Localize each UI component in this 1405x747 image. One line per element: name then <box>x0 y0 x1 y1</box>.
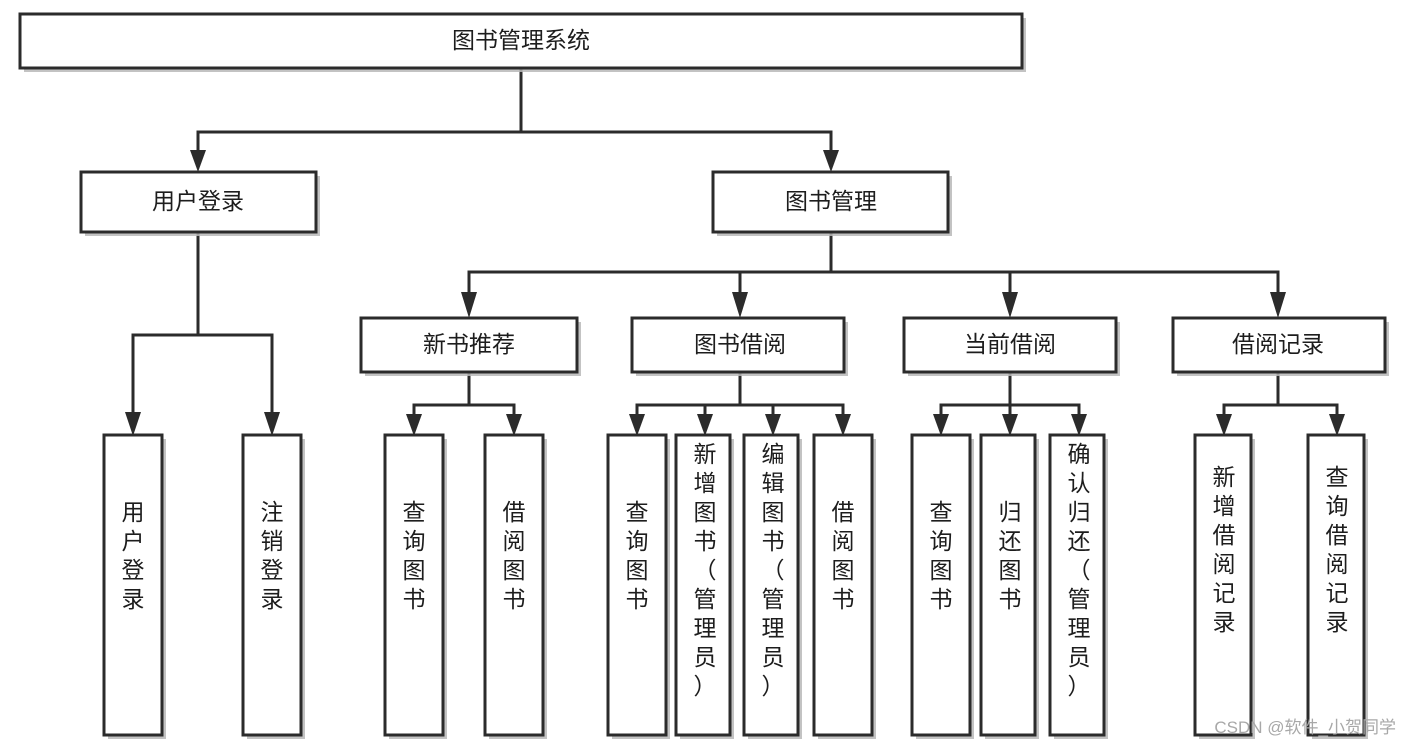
node-leaf-borrow-book-1[interactable]: 借阅图书 <box>483 433 547 739</box>
leaf-user-logout-label: 注销登录 <box>261 499 284 612</box>
leaf-borrow-book-1-label: 借阅图书 <box>503 499 526 612</box>
node-leaf-add-book[interactable]: 新增图书（管理员） <box>674 433 734 739</box>
user-login-label: 用户登录 <box>152 188 244 214</box>
leaf-add-book-label: 新增图书（管理员） <box>694 441 717 699</box>
leaf-query-record-box <box>1306 433 1366 737</box>
arrowhead-borrow-record <box>1270 292 1286 318</box>
arrowhead-current-borrow <box>1002 292 1018 318</box>
leaf-query-book-1-box <box>383 433 445 737</box>
root-label: 图书管理系统 <box>452 27 590 53</box>
arrowhead-leaf-user-logout <box>264 412 280 436</box>
borrow-record-box <box>1171 316 1387 374</box>
node-leaf-confirm-return[interactable]: 确认归还（管理员） <box>1048 433 1108 739</box>
node-leaf-add-record[interactable]: 新增借阅记录 <box>1193 433 1255 739</box>
watermark-label: CSDN @软件_小贺同学 <box>1214 718 1396 737</box>
new-book-recommend-label: 新书推荐 <box>423 331 515 357</box>
book-management-box <box>711 170 950 234</box>
node-leaf-borrow-book-2[interactable]: 借阅图书 <box>812 433 876 739</box>
arrowhead-leaf-add-record <box>1216 414 1232 436</box>
leaf-return-book-box <box>979 433 1037 737</box>
leaf-query-book-1-label: 查询图书 <box>403 499 426 612</box>
arrowhead-leaf-borrow-book-1 <box>506 414 522 436</box>
node-leaf-query-book-2[interactable]: 查询图书 <box>606 433 670 739</box>
book-borrow-label: 图书借阅 <box>694 331 786 357</box>
root-box <box>18 12 1024 70</box>
connector-layer <box>125 66 1345 436</box>
arrowhead-leaf-query-book-3 <box>933 414 949 436</box>
arrowhead-leaf-query-book-2 <box>629 414 645 436</box>
node-user-login[interactable]: 用户登录 <box>79 170 320 236</box>
node-leaf-query-record[interactable]: 查询借阅记录 <box>1306 433 1368 739</box>
current-borrow-box <box>902 316 1118 374</box>
leaf-add-book-box <box>674 433 732 737</box>
book-borrow-box <box>630 316 846 374</box>
user-login-box <box>79 170 318 234</box>
arrowhead-leaf-user-login <box>125 412 141 436</box>
arrowhead-book-borrow <box>732 292 748 318</box>
node-borrow-record[interactable]: 借阅记录 <box>1171 316 1389 376</box>
leaf-borrow-book-2-box <box>812 433 874 737</box>
leaf-query-book-3-box <box>910 433 972 737</box>
leaf-edit-book-box <box>742 433 800 737</box>
leaf-edit-book-label: 编辑图书（管理员） <box>762 441 785 699</box>
arrowhead-user-login <box>190 150 206 172</box>
book-management-label: 图书管理 <box>785 188 877 214</box>
arrowhead-leaf-add-book <box>697 414 713 436</box>
borrow-record-label: 借阅记录 <box>1232 331 1324 357</box>
leaf-user-login-box <box>102 433 164 737</box>
leaf-confirm-return-label: 确认归还（管理员） <box>1068 441 1091 699</box>
node-leaf-query-book-1[interactable]: 查询图书 <box>383 433 447 739</box>
node-root[interactable]: 图书管理系统 <box>18 12 1026 72</box>
node-leaf-edit-book[interactable]: 编辑图书（管理员） <box>742 433 802 739</box>
node-leaf-return-book[interactable]: 归还图书 <box>979 433 1039 739</box>
node-current-borrow[interactable]: 当前借阅 <box>902 316 1120 376</box>
leaf-return-book-label: 归还图书 <box>999 499 1022 612</box>
leaf-query-record-label: 查询借阅记录 <box>1326 464 1349 635</box>
arrowhead-leaf-return-book <box>1002 414 1018 436</box>
arrowhead-leaf-query-record <box>1329 414 1345 436</box>
leaf-borrow-book-2-label: 借阅图书 <box>832 499 855 612</box>
leaf-user-logout-box <box>241 433 303 737</box>
new-book-recommend-box <box>359 316 579 374</box>
arrowhead-leaf-edit-book <box>765 414 781 436</box>
node-book-management[interactable]: 图书管理 <box>711 170 952 236</box>
arrowhead-leaf-query-book-1 <box>406 414 422 436</box>
node-leaf-user-logout[interactable]: 注销登录 <box>241 433 305 739</box>
leaf-query-book-2-box <box>606 433 668 737</box>
leaf-query-book-3-label: 查询图书 <box>930 499 953 612</box>
node-new-book-recommend[interactable]: 新书推荐 <box>359 316 581 376</box>
node-leaf-query-book-3[interactable]: 查询图书 <box>910 433 974 739</box>
arrowhead-leaf-confirm-return <box>1071 414 1087 436</box>
leaf-user-login-label: 用户登录 <box>122 499 145 612</box>
leaf-borrow-book-1-box <box>483 433 545 737</box>
current-borrow-label: 当前借阅 <box>964 331 1056 357</box>
node-book-borrow[interactable]: 图书借阅 <box>630 316 848 376</box>
arrowhead-leaf-borrow-book-2 <box>835 414 851 436</box>
arrowhead-new-book-recommend <box>461 292 477 318</box>
leaf-confirm-return-box <box>1048 433 1106 737</box>
leaf-query-book-2-label: 查询图书 <box>626 499 649 612</box>
arrowhead-book-management <box>823 150 839 172</box>
leaf-add-record-box <box>1193 433 1253 737</box>
node-leaf-user-login[interactable]: 用户登录 <box>102 433 166 739</box>
leaf-add-record-label: 新增借阅记录 <box>1213 464 1236 635</box>
